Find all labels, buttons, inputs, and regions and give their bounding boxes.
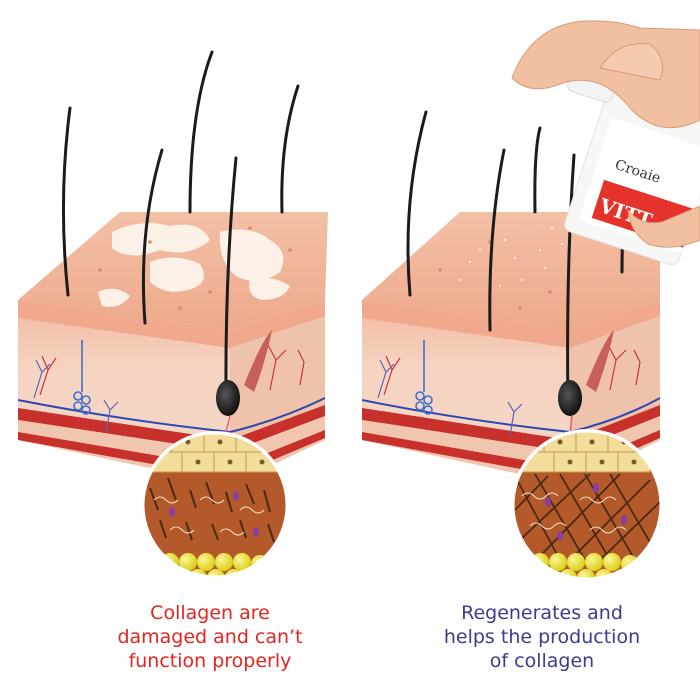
damaged-skin-block (17, 50, 328, 485)
caption-line: helps the production (443, 626, 641, 648)
regenerates-collagen-caption: Regenerates and helps the production of … (392, 601, 692, 673)
hairs-left (61, 50, 300, 402)
damaged-collagen-caption: Collagen are damaged and can’t function … (60, 601, 360, 673)
sweat-gland (73, 340, 91, 415)
hand (511, 20, 700, 248)
spray-bottle: Croaie VITT (511, 20, 700, 266)
caption-line: Regenerates and (461, 602, 623, 624)
caption-line: damaged and can’t (117, 626, 303, 648)
caption-line: of collagen (489, 650, 595, 672)
hair-bulb (216, 380, 240, 416)
collagen-zoom-right (511, 429, 663, 581)
caption-line: function properly (128, 650, 292, 672)
caption-line: Collagen are (150, 602, 270, 624)
skin-top-surface-right (362, 212, 660, 330)
damaged-patches (98, 223, 290, 307)
